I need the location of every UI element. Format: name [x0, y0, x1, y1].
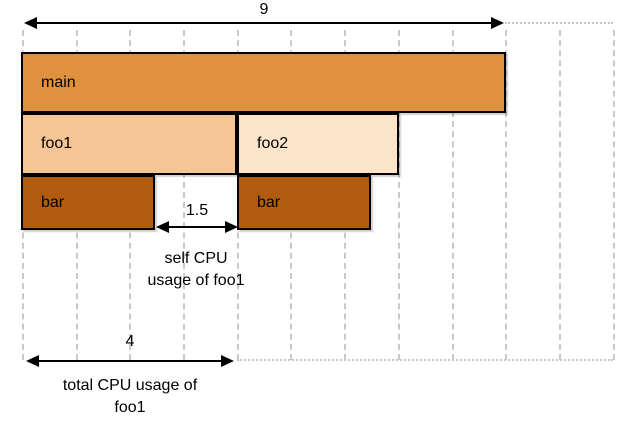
frame-foo1: foo1 — [21, 113, 237, 175]
total-foo1-arrow — [36, 360, 224, 362]
frame-bar-under-foo2: bar — [237, 175, 371, 230]
frame-bar1-label: bar — [41, 193, 65, 211]
grid-line — [398, 30, 400, 360]
arrowhead-left-icon — [26, 355, 39, 367]
total-width-arrow — [34, 22, 494, 24]
frame-foo2: foo2 — [237, 113, 399, 175]
bottom-grid-baseline — [237, 359, 613, 361]
frame-foo2-label: foo2 — [257, 135, 289, 152]
self-foo1-arrow — [166, 226, 228, 228]
arrowhead-right-icon — [221, 355, 234, 367]
grid-line — [613, 30, 615, 360]
grid-line — [183, 30, 185, 360]
total-width-value: 9 — [259, 1, 269, 18]
grid-line — [505, 30, 507, 360]
arrowhead-right-icon — [491, 17, 504, 29]
frame-main-label: main — [41, 73, 76, 91]
self-foo1-value: 1.5 — [185, 202, 209, 219]
frame-bar-under-foo1: bar — [21, 175, 155, 230]
total-foo1-value: 4 — [125, 333, 135, 350]
self-foo1-caption: self CPU usage of foo1 — [147, 250, 245, 289]
frame-main: main — [21, 52, 506, 113]
arrowhead-left-icon — [156, 221, 169, 233]
grid-line — [559, 30, 561, 360]
grid-line — [452, 30, 454, 360]
top-grid-baseline — [505, 22, 613, 24]
frame-bar2-label: bar — [257, 193, 281, 211]
frame-foo1-label: foo1 — [41, 135, 73, 152]
arrowhead-right-icon — [225, 221, 238, 233]
arrowhead-left-icon — [24, 17, 37, 29]
total-foo1-caption: total CPU usage of foo1 — [62, 377, 198, 416]
